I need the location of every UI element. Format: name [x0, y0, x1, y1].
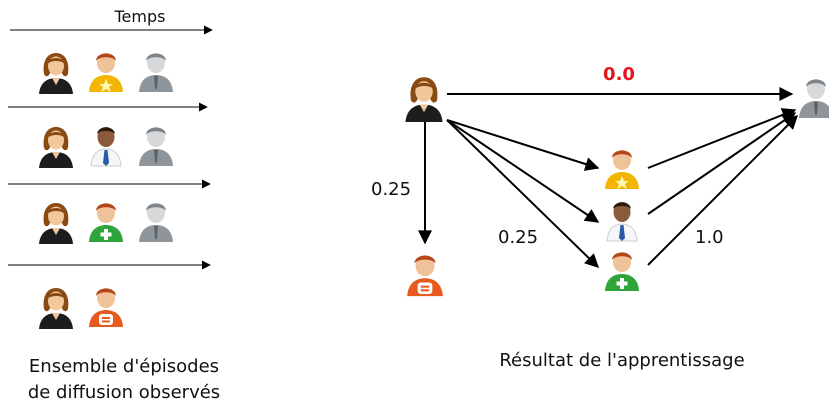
woman-avatar: [39, 127, 73, 168]
star-man-avatar: [89, 53, 123, 92]
episode-2: [39, 126, 173, 168]
edge-label-left-down: 0.25: [371, 179, 411, 200]
woman-avatar: [39, 53, 73, 94]
left-caption-line-1: Ensemble d'épisodes: [29, 356, 219, 377]
plus-man-avatar: [89, 203, 123, 242]
grey-man-avatar: [139, 53, 173, 92]
blogger-man-avatar: [89, 288, 123, 327]
grey-man-avatar: [139, 127, 173, 166]
episode-1: [39, 53, 173, 94]
edge-tie-to-grey: [647, 112, 797, 215]
edge-star-to-grey: [647, 108, 797, 169]
episode-3: [39, 203, 173, 244]
edge-woman-to-star: [446, 119, 600, 171]
tie-man-node: [606, 201, 638, 242]
edge-woman-to-tie: [446, 119, 600, 223]
star-man-node: [605, 150, 639, 189]
episode-4: [39, 288, 123, 329]
left-caption-line-2: de diffusion observés: [28, 382, 220, 403]
grey-man-node: [799, 79, 829, 118]
right-panel: 0.0 0.25 0.25 1.0 Résultat de l'apprenti…: [371, 64, 829, 371]
left-panel: Temps Ensemble d'épisodes de dif: [8, 7, 220, 403]
grey-man-avatar: [139, 203, 173, 242]
tie-man-avatar: [90, 126, 122, 167]
time-label: Temps: [114, 7, 166, 26]
blogger-man-node: [407, 255, 443, 297]
woman-avatar: [39, 288, 73, 329]
woman-node: [405, 77, 443, 122]
right-caption: Résultat de l'apprentissage: [499, 350, 744, 371]
edge-label-top: 0.0: [603, 64, 635, 85]
edge-label-right-up: 1.0: [695, 227, 724, 248]
plus-man-node: [605, 252, 639, 291]
edge-plus-to-grey: [647, 115, 798, 266]
woman-avatar: [39, 203, 73, 244]
edge-woman-to-plus: [446, 119, 600, 268]
edge-label-diagonal: 0.25: [498, 227, 538, 248]
